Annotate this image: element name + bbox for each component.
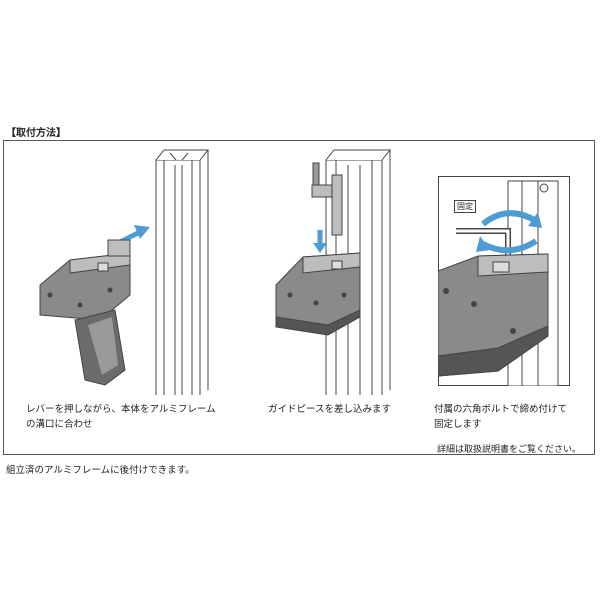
step1-illustration xyxy=(39,149,210,395)
insert-arrow-head xyxy=(134,225,150,239)
step3-caption-line2: 固定します xyxy=(434,419,482,430)
aluminum-frame-1 xyxy=(155,149,210,395)
step2-caption-line1: ガイドピースを差し込みます xyxy=(268,404,392,415)
down-arrow-head xyxy=(313,243,327,253)
step1-caption-line1: レバーを押しながら、本体をアルミフレーム xyxy=(26,404,216,415)
hinge-device-2 xyxy=(275,252,361,336)
step3-caption: 付属の六角ボルトで締め付けて 固定します xyxy=(434,402,567,432)
step1-caption-line2: の溝口に合わせ xyxy=(26,419,93,430)
manual-note: 詳細は取扱説明書をご覧ください。 xyxy=(437,445,582,455)
hinge-device-1 xyxy=(39,239,131,386)
step2-caption: ガイドピースを差し込みます xyxy=(268,402,391,417)
rotate-arrow-icon xyxy=(481,210,538,227)
step2-illustration xyxy=(275,149,392,395)
step1-caption: レバーを押しながら、本体をアルミフレーム の溝口に合わせ xyxy=(26,402,216,432)
guide-piece xyxy=(311,162,343,236)
fixed-label: 固定 xyxy=(454,200,476,213)
step3-caption-line1: 付属の六角ボルトで締め付けて xyxy=(434,404,568,415)
section-heading: 【取付方法】 xyxy=(6,128,66,139)
hinge-device-3 xyxy=(438,253,549,377)
instruction-frame xyxy=(3,140,595,455)
footer-text: 組立済のアルミフレームに後付けできます。 xyxy=(6,465,195,476)
